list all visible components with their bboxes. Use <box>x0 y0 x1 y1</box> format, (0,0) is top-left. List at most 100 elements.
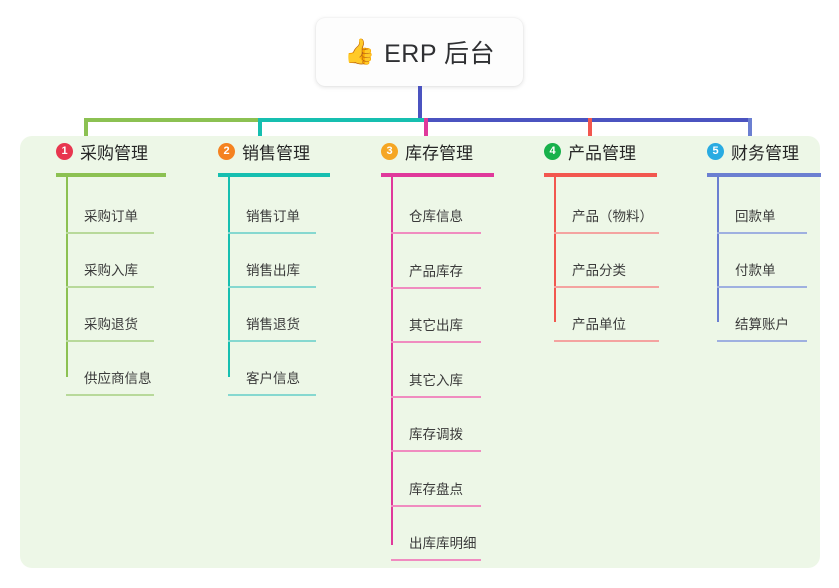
leaf-node[interactable]: 销售订单 <box>228 194 316 234</box>
leaf-rule <box>228 340 316 342</box>
column-spine-3 <box>391 177 393 545</box>
bus-drop-4 <box>588 118 592 146</box>
leaf-label: 销售退货 <box>246 317 300 332</box>
column-header-4[interactable]: 4 产品管理 <box>524 136 636 166</box>
leaf-label: 供应商信息 <box>84 371 152 386</box>
column-title-2: 销售管理 <box>242 143 310 163</box>
leaf-label: 其它入库 <box>409 372 463 388</box>
leaf-node[interactable]: 库存盘点 <box>391 467 481 507</box>
column-header-rule-5 <box>707 173 821 177</box>
column-badge-5: 5 <box>707 142 724 160</box>
leaf-label: 采购入库 <box>84 263 138 278</box>
leaf-rule <box>391 559 481 561</box>
column-badge-4: 4 <box>544 142 561 160</box>
leaf-label: 付款单 <box>735 263 776 278</box>
column-2: 2 销售管理销售订单销售出库销售退货客户信息 <box>198 136 330 396</box>
leaf-label: 产品分类 <box>572 263 626 278</box>
leaf-node[interactable]: 库存调拨 <box>391 412 481 452</box>
column-spine-5 <box>717 177 719 322</box>
leaf-rule <box>228 232 316 234</box>
column-header-rule-2 <box>218 173 330 177</box>
leaf-node[interactable]: 采购退货 <box>66 302 154 342</box>
leaf-label: 回款单 <box>735 209 776 224</box>
leaf-label: 仓库信息 <box>409 209 463 224</box>
bus-drop-2 <box>258 118 262 146</box>
leaf-node[interactable]: 供应商信息 <box>66 356 154 396</box>
leaf-node[interactable]: 其它出库 <box>391 303 481 343</box>
column-badge-1: 1 <box>56 142 73 160</box>
bus-drop-1 <box>84 118 88 146</box>
content-panel <box>20 136 820 568</box>
leaf-node[interactable]: 产品单位 <box>554 302 659 342</box>
column-5: 5 财务管理回款单付款单结算账户 <box>687 136 821 342</box>
leaf-node[interactable]: 回款单 <box>717 194 807 234</box>
leaf-rule <box>391 232 481 234</box>
column-title-3: 库存管理 <box>405 143 473 163</box>
leaf-label: 采购退货 <box>84 317 138 332</box>
leaf-rule <box>66 394 154 396</box>
leaf-node[interactable]: 产品（物料） <box>554 194 659 234</box>
leaf-node[interactable]: 采购入库 <box>66 248 154 288</box>
leaf-label: 销售订单 <box>246 209 300 224</box>
column-badge-2: 2 <box>218 142 235 160</box>
leaf-rule <box>228 286 316 288</box>
leaf-label: 产品（物料） <box>572 209 653 224</box>
leaf-rule <box>554 286 659 288</box>
column-header-1[interactable]: 1 采购管理 <box>36 136 148 166</box>
leaf-label: 采购订单 <box>84 209 138 224</box>
leaf-rule <box>391 341 481 343</box>
column-title-4: 产品管理 <box>568 143 636 163</box>
column-header-rule-1 <box>56 173 166 177</box>
root-node[interactable]: 👍 ERP 后台 <box>316 18 523 86</box>
leaf-node[interactable]: 结算账户 <box>717 302 807 342</box>
leaf-node[interactable]: 仓库信息 <box>391 194 481 234</box>
leaf-node[interactable]: 销售退货 <box>228 302 316 342</box>
column-header-rule-3 <box>381 173 494 177</box>
root-title: ERP 后台 <box>384 40 496 68</box>
leaf-rule <box>66 286 154 288</box>
column-spine-2 <box>228 177 230 377</box>
leaf-rule <box>228 394 316 396</box>
leaf-rule <box>391 286 481 289</box>
leaf-rule <box>554 340 659 342</box>
leaf-rule <box>391 450 481 452</box>
bus-segment-1 <box>84 118 260 122</box>
leaf-node[interactable]: 采购订单 <box>66 194 154 234</box>
leaf-node[interactable]: 客户信息 <box>228 356 316 396</box>
leaf-rule <box>66 232 154 234</box>
leaf-node[interactable]: 产品库存 <box>391 249 481 289</box>
leaf-rule <box>391 504 481 507</box>
leaf-label: 客户信息 <box>246 371 300 386</box>
bus-drop-5 <box>748 118 752 146</box>
leaf-label: 库存盘点 <box>409 481 463 497</box>
leaf-node[interactable]: 出库库明细 <box>391 521 481 561</box>
leaf-rule <box>554 232 659 234</box>
leaf-label: 产品单位 <box>572 317 626 332</box>
column-1: 1 采购管理采购订单采购入库采购退货供应商信息 <box>36 136 166 396</box>
leaf-label: 其它出库 <box>409 318 463 333</box>
leaf-node[interactable]: 付款单 <box>717 248 807 288</box>
column-header-rule-4 <box>544 173 657 177</box>
leaf-node[interactable]: 其它入库 <box>391 358 481 398</box>
column-header-2[interactable]: 2 销售管理 <box>198 136 310 166</box>
leaf-rule <box>66 340 154 342</box>
leaf-rule <box>717 286 807 288</box>
column-spine-4 <box>554 177 556 322</box>
thumbs-up-icon: 👍 <box>343 37 376 66</box>
leaf-label: 产品库存 <box>409 263 463 279</box>
column-header-5[interactable]: 5 财务管理 <box>687 136 799 166</box>
leaf-node[interactable]: 产品分类 <box>554 248 659 288</box>
root-stem-connector <box>418 86 422 122</box>
column-spine-1 <box>66 177 68 377</box>
leaf-node[interactable]: 销售出库 <box>228 248 316 288</box>
leaf-label: 库存调拨 <box>409 427 463 442</box>
column-4: 4 产品管理产品（物料） 产品分类产品单位 <box>524 136 659 342</box>
leaf-rule <box>717 232 807 234</box>
leaf-rule <box>391 395 481 398</box>
bus-drop-3 <box>424 118 428 146</box>
bus-segment-2 <box>258 118 428 122</box>
column-title-1: 采购管理 <box>80 143 148 163</box>
column-title-5: 财务管理 <box>731 143 799 163</box>
